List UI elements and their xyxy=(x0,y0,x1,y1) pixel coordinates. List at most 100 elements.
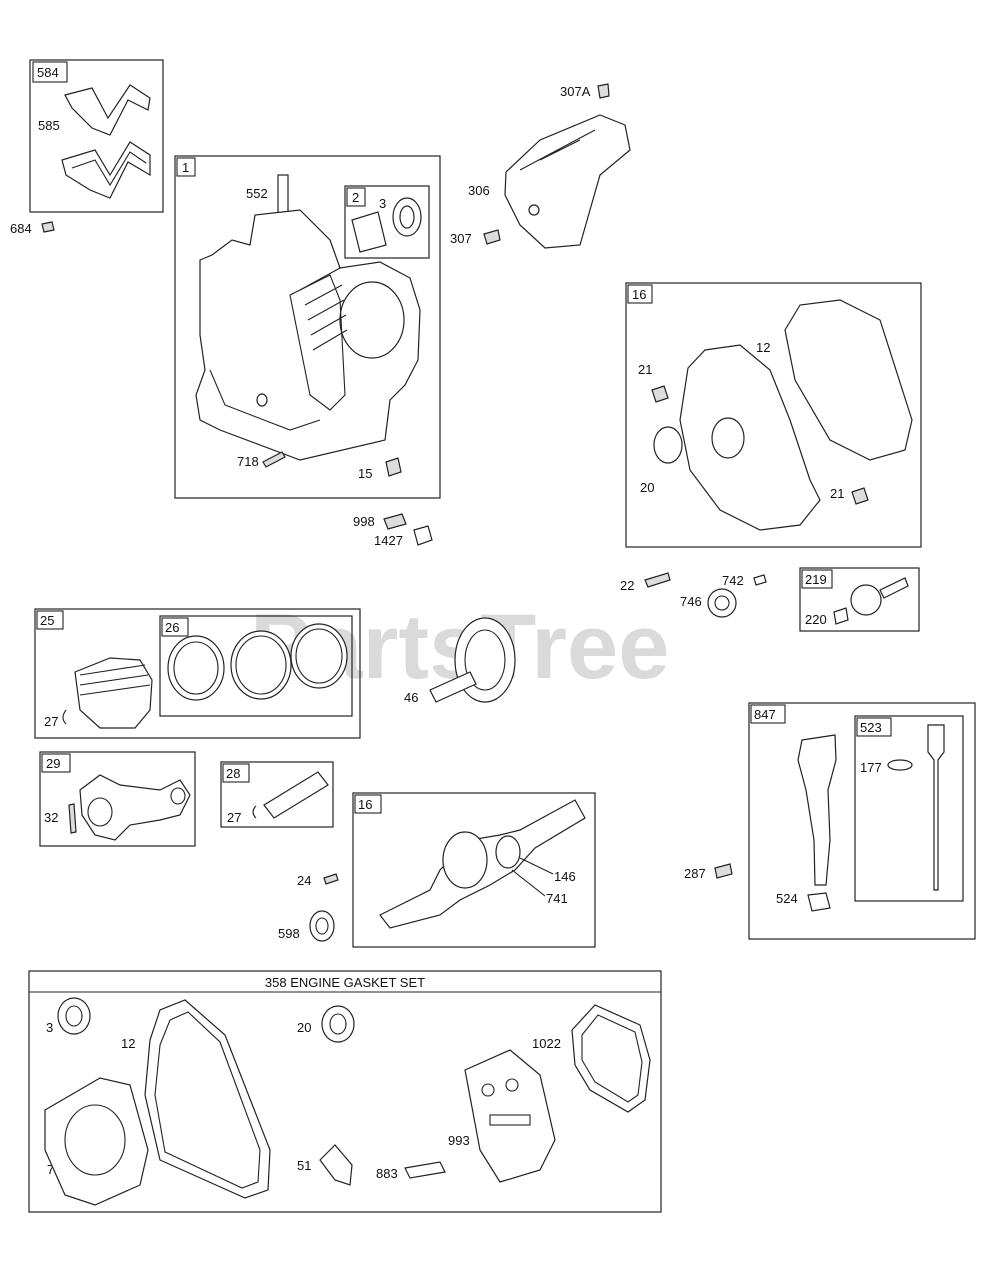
group-tag xyxy=(36,610,64,630)
part-label-12: 12 xyxy=(756,340,770,355)
piston-part[interactable] xyxy=(74,657,153,729)
retainer-27-part[interactable] xyxy=(62,709,67,725)
intake-gasket-part[interactable] xyxy=(64,84,151,136)
part-label-3: 3 xyxy=(379,196,386,211)
group-847[interactable]: 847 524 523 177 xyxy=(748,702,976,940)
seal-inner xyxy=(65,1005,83,1027)
part-label-22: 22 xyxy=(620,578,634,593)
part-label-552: 552 xyxy=(246,186,268,201)
key-24-part[interactable] xyxy=(323,873,339,885)
washer-220-part[interactable] xyxy=(833,607,849,625)
group-219[interactable]: 219 220 xyxy=(799,567,920,632)
piston-ring-middle[interactable] xyxy=(230,630,292,700)
group-tag xyxy=(176,157,196,177)
cover-306-part[interactable] xyxy=(504,114,631,249)
kit-gasket-51[interactable] xyxy=(319,1144,353,1186)
piston-pin-part[interactable] xyxy=(263,771,329,819)
block-base-detail xyxy=(209,369,321,431)
screw-307A-part[interactable] xyxy=(597,83,610,99)
part-label-24: 24 xyxy=(297,873,311,888)
rod-bolt-32-part[interactable] xyxy=(68,803,77,834)
dipstick-tube-part[interactable] xyxy=(797,734,837,886)
stud-998-part[interactable] xyxy=(383,513,407,530)
group-18[interactable]: 16 12 21 20 21 xyxy=(625,282,922,548)
screw-684-part[interactable] xyxy=(41,221,55,233)
group-tag-label: 29 xyxy=(46,756,60,771)
rod-small-end xyxy=(170,787,186,805)
kit-gasket-993[interactable] xyxy=(464,1049,556,1183)
piston-ring-oil[interactable] xyxy=(290,623,348,689)
crankcase-cover-part[interactable] xyxy=(679,344,821,531)
group-box xyxy=(799,567,920,632)
group-tag xyxy=(222,763,250,783)
group-523-tag xyxy=(856,717,892,737)
group-523-box xyxy=(854,715,964,902)
group-584[interactable]: 584 585 xyxy=(29,59,164,213)
fin-lines xyxy=(299,267,348,351)
plug-21b-part[interactable] xyxy=(851,487,869,505)
group-26-tag-label: 26 xyxy=(165,620,179,635)
bolt-22-part[interactable] xyxy=(644,572,671,588)
gasket-hole xyxy=(481,1083,495,1097)
screw-287-part[interactable] xyxy=(714,863,733,879)
bushing-part[interactable] xyxy=(351,211,387,253)
kit-label-993: 993 xyxy=(448,1133,470,1148)
group-29[interactable]: 29 32 xyxy=(39,751,196,847)
kit-label-20: 20 xyxy=(297,1020,311,1035)
plug-15-part[interactable] xyxy=(385,457,402,477)
gasket-12-part[interactable] xyxy=(784,299,913,461)
washer-598-part[interactable] xyxy=(309,910,335,942)
part-label-741: 741 xyxy=(546,891,568,906)
connecting-rod-part[interactable] xyxy=(79,774,191,841)
engine-gasket-set[interactable]: 358 ENGINE GASKET SET 3 12 7 20 51 883 9… xyxy=(28,970,662,1213)
oil-seal-20-part[interactable] xyxy=(653,426,683,464)
part-label-21b: 21 xyxy=(830,486,844,501)
oring-524-part[interactable] xyxy=(807,892,831,912)
kit-label-51: 51 xyxy=(297,1158,311,1173)
gasket-slot xyxy=(489,1114,531,1126)
kit-head-gasket-7[interactable] xyxy=(44,1077,149,1206)
group-16[interactable]: 16 146 741 xyxy=(352,792,596,948)
camshaft-lobe xyxy=(429,671,477,703)
gear-hub xyxy=(714,595,730,611)
nut-1427-part[interactable] xyxy=(413,525,433,546)
group-28[interactable]: 28 27 xyxy=(220,761,334,828)
ring-inner xyxy=(295,628,343,684)
kit-gasket-883[interactable] xyxy=(404,1161,446,1179)
kit-oil-seal-3[interactable] xyxy=(57,997,91,1035)
pin-718-part[interactable] xyxy=(262,451,286,468)
kit-oil-seal-20[interactable] xyxy=(321,1005,355,1043)
governor-gear-746-part[interactable] xyxy=(707,588,737,618)
kit-gasket-1022[interactable] xyxy=(571,1004,651,1113)
intake-manifold-part[interactable] xyxy=(61,141,151,199)
cover-hole xyxy=(528,204,540,216)
group-tag-label: 28 xyxy=(226,766,240,781)
part-label-306: 306 xyxy=(468,183,490,198)
part-label-20: 20 xyxy=(640,480,654,495)
dowel-pin-552-part[interactable] xyxy=(277,174,289,214)
governor-shaft xyxy=(879,577,909,599)
screw-307-part[interactable] xyxy=(483,229,501,245)
cylinder-block-part[interactable] xyxy=(195,209,421,461)
plug-21-part[interactable] xyxy=(651,385,669,403)
part-label-585: 585 xyxy=(38,118,60,133)
manifold-detail-line xyxy=(71,151,147,187)
group-tag xyxy=(41,753,71,773)
gasket-inner xyxy=(154,1011,261,1189)
group-tag-label: 219 xyxy=(805,572,827,587)
group-1[interactable]: 1 552 2 3 718 15 xyxy=(174,155,441,499)
kit-title: 358 ENGINE GASKET SET xyxy=(265,975,425,990)
oring-177-part[interactable] xyxy=(887,759,913,771)
washer-742-part[interactable] xyxy=(753,574,767,586)
part-label-15: 15 xyxy=(358,466,372,481)
group-25[interactable]: 25 27 26 xyxy=(34,608,361,739)
gasket-inner xyxy=(581,1014,643,1103)
part-label-307A: 307A xyxy=(560,84,591,99)
governor-assembly-part[interactable] xyxy=(850,584,882,616)
kit-gasket-12[interactable] xyxy=(144,999,271,1199)
group-box xyxy=(220,761,334,828)
dipstick-part[interactable] xyxy=(927,724,945,891)
retainer-27b-part[interactable] xyxy=(252,805,257,819)
piston-ring-top[interactable] xyxy=(167,635,225,701)
group-box xyxy=(748,702,976,940)
